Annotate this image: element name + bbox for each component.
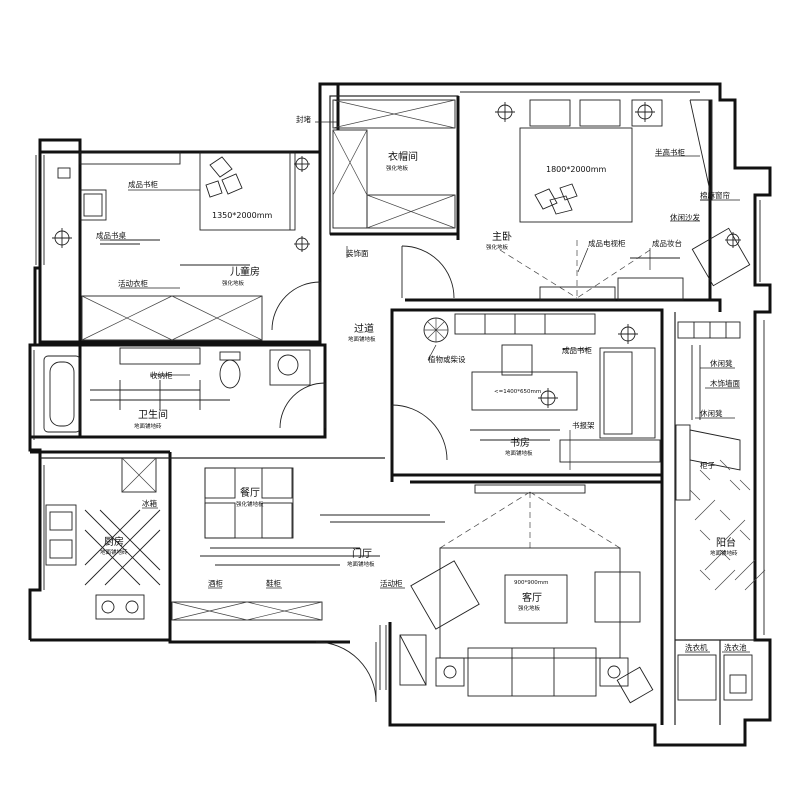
room-name-balcony: 阳台 — [716, 536, 736, 549]
dim-living-rug: 900*900mm — [514, 580, 548, 586]
label-wine: 酒柜 — [208, 578, 223, 588]
dining-furniture — [171, 467, 445, 621]
label-washer: 洗衣机 — [685, 642, 708, 652]
room-floor-kitchen: 地面铺地砖 — [100, 548, 128, 556]
room-floor-entry: 地面铺地板 — [347, 560, 375, 568]
room-floor-balcony: 地面铺地砖 — [710, 549, 738, 557]
label-study-bookcase: 成品书柜 — [562, 345, 592, 355]
label-bookcase: 成品书柜 — [128, 179, 158, 189]
label-tv-cabinet: 成品电视柜 — [588, 238, 626, 248]
room-name-master: 主卧 — [492, 230, 512, 243]
room-floor-corridor: 地面铺地板 — [348, 335, 376, 343]
room-name-dining: 餐厅 — [240, 486, 260, 499]
bath-furniture — [43, 347, 311, 433]
doors — [271, 245, 455, 703]
label-curtain: 棉麻窗帘 — [700, 190, 730, 200]
label-shoe: 鞋柜 — [266, 578, 281, 588]
windows — [33, 91, 765, 690]
label-wood-wall: 木饰墙面 — [710, 378, 740, 388]
label-deco-wall: 装饰面 — [346, 248, 369, 258]
room-name-living: 客厅 — [522, 591, 542, 604]
label-wardrobe: 活动衣柜 — [118, 278, 148, 288]
room-name-closet: 衣帽间 — [388, 150, 418, 163]
label-movable: 活动柜 — [380, 578, 403, 588]
label-basin: 洗衣池 — [724, 642, 747, 652]
label-half-cabinet: 半高书柜 — [655, 147, 685, 157]
dim-study-rug: <=1400*650mm — [494, 389, 541, 395]
room-floor-study: 地面铺地板 — [505, 449, 533, 457]
label-fridge: 冰箱 — [142, 498, 157, 508]
room-floor-bath: 地面铺地砖 — [134, 422, 162, 430]
balcony-furniture — [675, 321, 766, 701]
dim-master-bed: 1800*2000mm — [546, 165, 607, 174]
study-furniture — [423, 313, 661, 463]
room-name-kids: 儿童房 — [230, 265, 260, 278]
label-dresser: 成品妆台 — [652, 238, 682, 248]
label-shelf: 书报架 — [572, 420, 595, 430]
room-name-bath: 卫生间 — [138, 408, 168, 421]
dim-kids-bed: 1350*2000mm — [212, 211, 273, 220]
label-stool-1: 休闲凳 — [710, 358, 733, 368]
label-plants: 植物或柴设 — [428, 354, 466, 364]
living-furniture — [399, 484, 654, 704]
room-floor-dining: 强化铺地板 — [236, 500, 264, 508]
label-stool-2: 休闲凳 — [700, 408, 723, 418]
master-furniture — [495, 99, 751, 301]
label-desk: 成品书桌 — [96, 230, 126, 240]
room-floor-closet: 强化地板 — [386, 164, 409, 172]
label-sofa-chair: 休闲沙发 — [670, 212, 700, 222]
kids-room-furniture — [52, 151, 310, 341]
label-seal: 封堵 — [296, 114, 311, 124]
kitchen-furniture — [45, 457, 161, 620]
room-floor-kids: 强化地板 — [222, 279, 245, 287]
closet-furniture — [332, 99, 456, 229]
room-name-entry: 门厅 — [352, 547, 372, 560]
room-name-study: 书房 — [510, 436, 530, 449]
room-floor-master: 强化地板 — [486, 243, 509, 251]
room-name-kitchen: 厨房 — [104, 535, 124, 548]
room-floor-living: 强化地板 — [518, 604, 541, 612]
leader-lines — [100, 121, 750, 653]
label-storage: 收纳柜 — [150, 370, 173, 380]
label-cabinet: 柜子 — [700, 460, 715, 470]
room-name-corridor: 过道 — [354, 322, 374, 335]
